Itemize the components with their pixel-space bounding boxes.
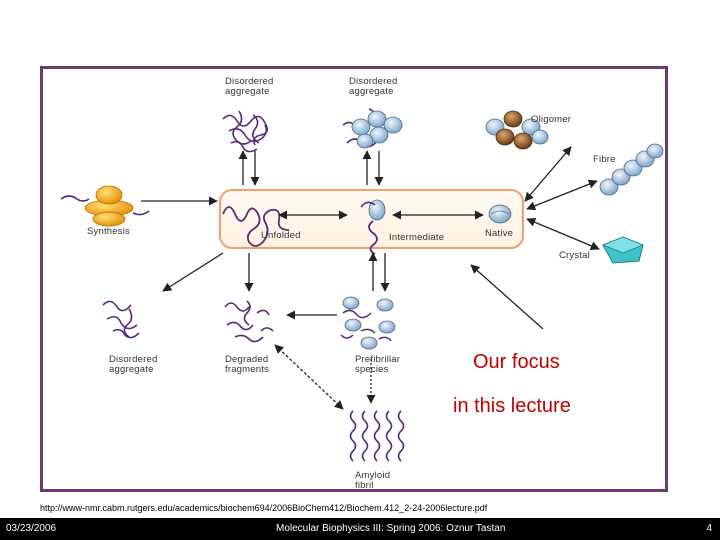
crystal-shape xyxy=(601,236,645,264)
intermediate-protein-shape xyxy=(360,199,386,255)
footer-bar: 03/23/2006 Molecular Biophysics III: Spr… xyxy=(0,518,720,540)
oligomer-shape xyxy=(485,110,549,150)
label-degraded-fragments: Degraded fragments xyxy=(225,354,270,375)
label-disordered-aggregate-top: Disordered aggregate xyxy=(225,76,274,97)
label-synthesis: Synthesis xyxy=(87,226,130,237)
label-intermediate: Intermediate xyxy=(389,232,445,243)
disordered-aggregate-top-shape xyxy=(222,110,269,153)
disordered-aggregate-top2-shape xyxy=(342,108,403,149)
amyloid-fibril-shape xyxy=(349,410,405,462)
unfolded-chain xyxy=(222,206,290,247)
pathway-arrows xyxy=(141,146,600,410)
prefibrillar-species-shape xyxy=(340,296,396,350)
fibre-shape xyxy=(599,143,664,196)
source-url: http://www-nmr.cabm.rutgers.edu/academic… xyxy=(40,503,488,513)
label-oligomer: Oligomer xyxy=(531,114,572,125)
label-disordered-aggregate-bottom: Disordered aggregate xyxy=(109,354,158,375)
label-fibre: Fibre xyxy=(593,154,616,165)
focus-text-line1: Our focus xyxy=(473,351,560,373)
label-prefibrillar-species: Prefibrillar species xyxy=(355,354,401,375)
label-native: Native xyxy=(485,228,514,239)
disordered-aggregate-bottom-shape xyxy=(102,300,140,339)
diagram-graphics xyxy=(60,108,664,462)
footer-date: 03/23/2006 xyxy=(6,523,57,534)
label-crystal: Crystal xyxy=(559,250,590,261)
label-disordered-aggregate-top2: Disordered aggregate xyxy=(349,76,398,97)
degraded-fragments-shape xyxy=(224,300,274,343)
protein-folding-diagram: Disordered aggregate Disordered aggregat… xyxy=(40,66,668,492)
footer-page-number: 4 xyxy=(706,523,712,534)
label-amyloid-fibril: Amyloid fibril xyxy=(355,470,391,491)
footer-course: Molecular Biophysics III: Spring 2006: O… xyxy=(276,523,506,534)
label-unfolded: Unfolded xyxy=(261,230,301,241)
synthesis-protein-shape xyxy=(60,185,150,227)
native-protein-shape xyxy=(488,204,512,224)
focus-text-line2: in this lecture xyxy=(453,395,571,417)
